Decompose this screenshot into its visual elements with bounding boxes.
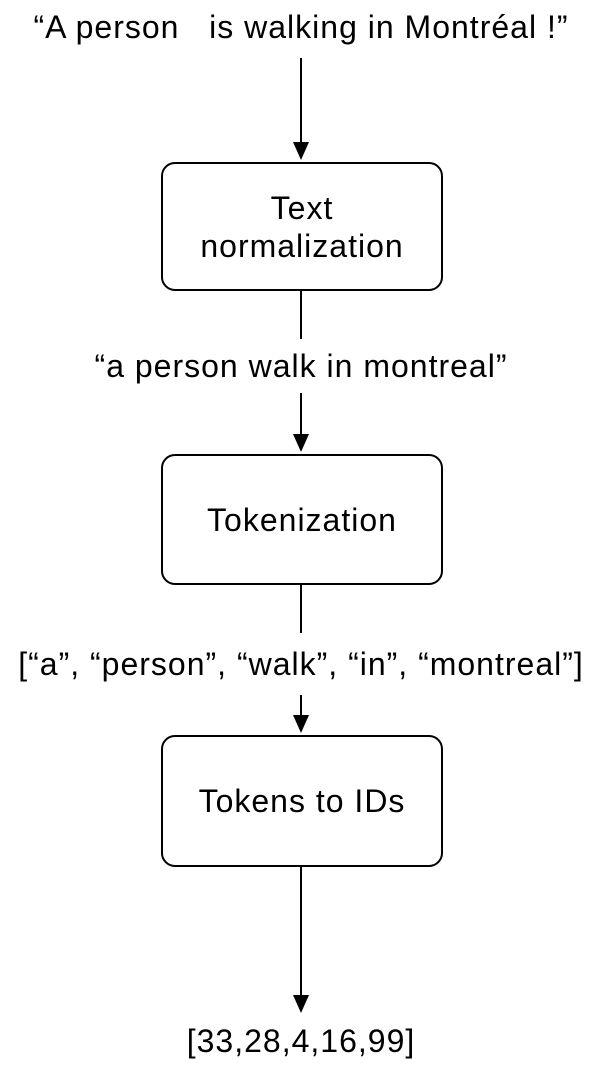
arrow-shaft — [300, 867, 302, 995]
arrow-head — [293, 715, 309, 733]
arrow-shaft — [300, 393, 302, 434]
arrow-down-icon — [293, 393, 309, 452]
arrow-down-icon — [293, 58, 309, 160]
stage-box-tokens-to-ids: Tokens to IDs — [161, 735, 443, 867]
arrow-shaft — [300, 58, 302, 142]
connector-line — [300, 291, 302, 339]
arrow-head — [293, 434, 309, 452]
arrow-down-icon — [293, 867, 309, 1013]
arrow-head — [293, 995, 309, 1013]
input-text: “A person is walking in Montréal !” — [33, 9, 569, 45]
normalized-text: “a person walk in montreal” — [94, 348, 508, 384]
token-ids-text: [33,28,4,16,99] — [186, 1023, 416, 1059]
stage-label-tokenization: Tokenization — [207, 501, 397, 538]
stage-label-text-normalization: Text normalization — [200, 189, 404, 264]
arrow-head — [293, 142, 309, 160]
arrow-shaft — [300, 695, 302, 715]
connector-line — [300, 585, 302, 633]
stage-box-tokenization: Tokenization — [161, 454, 443, 585]
tokens-text: [“a”, “person”, “walk”, “in”, “montreal”… — [18, 646, 584, 682]
stage-label-tokens-to-ids: Tokens to IDs — [198, 783, 406, 819]
stage-box-text-normalization: Text normalization — [161, 162, 443, 291]
arrow-down-icon — [293, 695, 309, 733]
